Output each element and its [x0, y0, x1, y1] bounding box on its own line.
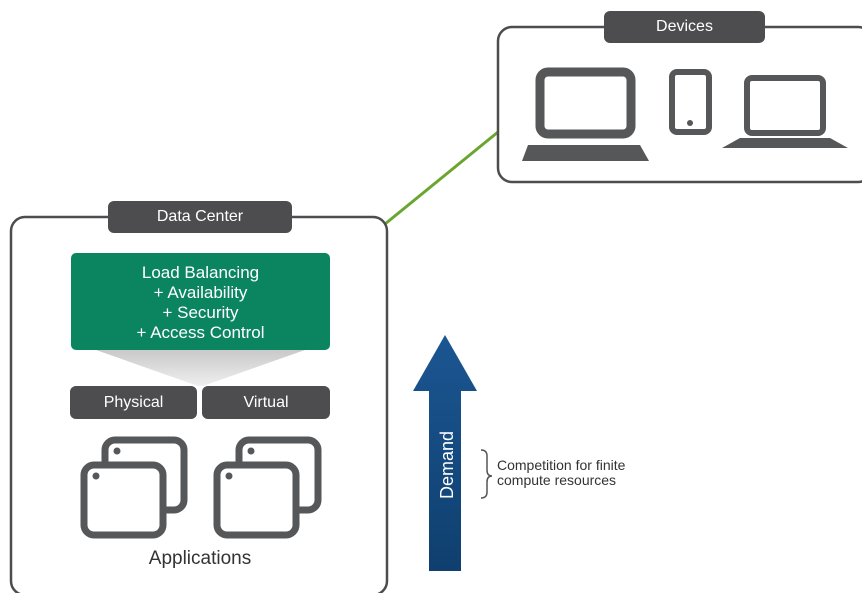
demand-arrow — [413, 335, 477, 571]
phone-icon — [669, 69, 712, 135]
devices-label: Devices — [604, 11, 765, 43]
devices-title: Devices — [656, 18, 713, 35]
physical-text: Physical — [103, 393, 164, 411]
notebook-icon — [722, 75, 848, 148]
connector-line — [384, 130, 499, 226]
laptop-icon — [522, 67, 649, 161]
applications-label: Applications — [148, 548, 252, 569]
load-balancing-box: Load Balancing + Availability + Security… — [71, 253, 330, 350]
virtual-label: Virtual — [202, 386, 330, 419]
brace-icon — [480, 449, 493, 499]
competition-note-line: compute resources — [497, 472, 617, 488]
demand-label: Demand — [437, 430, 457, 499]
virtual-text: Virtual — [243, 393, 289, 411]
competition-note: Competition for finite compute resources — [497, 458, 625, 488]
funnel-shape — [96, 350, 305, 386]
service-line: + Availability — [153, 283, 248, 302]
data-center-label: Data Center — [108, 201, 292, 233]
data-center-title: Data Center — [156, 208, 244, 225]
application-icon — [213, 436, 322, 539]
application-icon — [80, 436, 188, 539]
physical-label: Physical — [70, 386, 197, 419]
service-line: Load Balancing — [141, 263, 260, 282]
service-line: + Access Control — [136, 323, 265, 342]
competition-note-line: Competition for finite — [497, 457, 626, 473]
service-line: + Security — [162, 303, 239, 322]
